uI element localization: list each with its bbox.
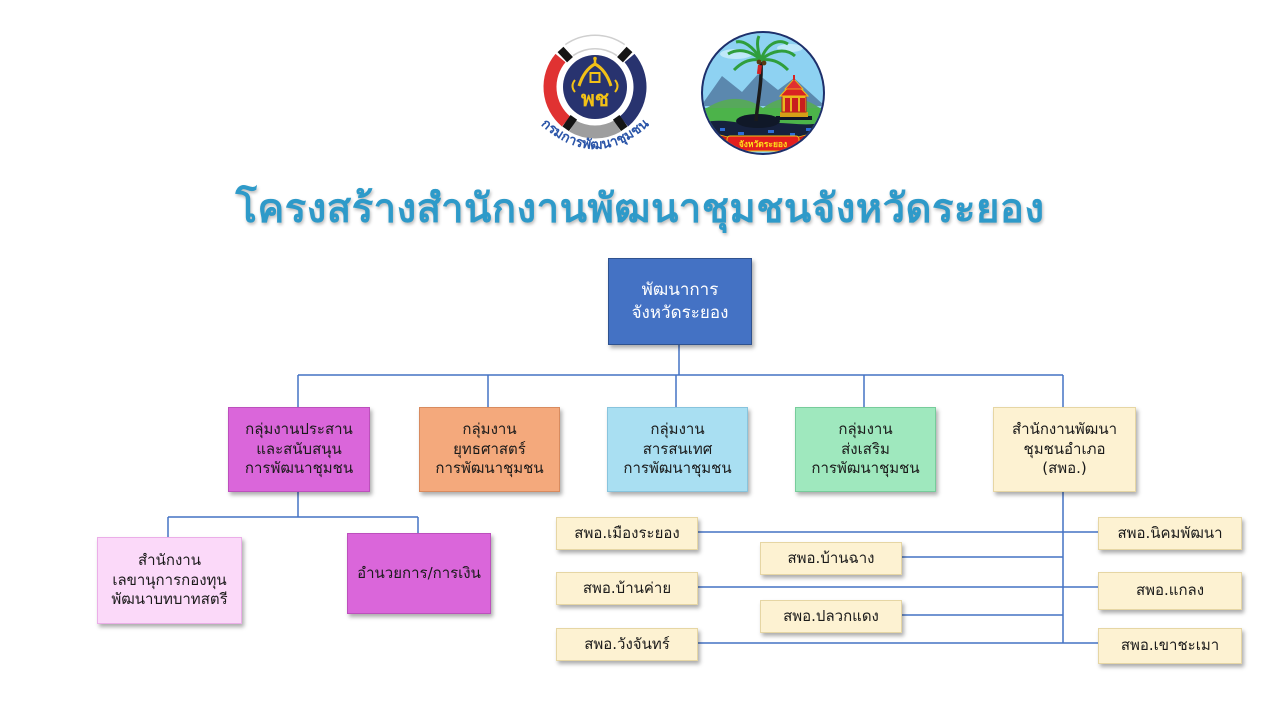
org-box-district-ban-chang: สพอ.บ้านฉาง: [760, 542, 902, 575]
logo-ring-gap-mark: [617, 46, 633, 63]
org-box-district-pluak-daeng: สพอ.ปลวกแดง: [760, 600, 902, 633]
department-logo-icon: พช กรมการพัฒนาชุมชน: [538, 34, 653, 153]
logo-ring-blue: [619, 53, 647, 127]
org-box-provincial-director: พัฒนาการ จังหวัดระยอง: [608, 258, 752, 345]
org-box-admin-finance: อำนวยการ/การเงิน: [347, 533, 491, 614]
logo-ring-red: [543, 53, 571, 127]
logo-ring-gap-mark: [612, 114, 628, 132]
org-box-promotion-group: กลุ่มงาน ส่งเสริม การพัฒนาชุมชน: [795, 407, 936, 492]
logo-ring-gray: [569, 120, 621, 139]
org-box-coordination-support-group: กลุ่มงานประสาน และสนับสนุน การพัฒนาชุมชน: [228, 407, 370, 492]
logo-abbr-text: พช: [581, 87, 609, 111]
org-box-district-khao-chamao: สพอ.เขาชะเมา: [1098, 628, 1242, 664]
page-title: โครงสร้างสำนักงานพัฒนาชุมชนจังหวัดระยอง: [235, 186, 1045, 232]
org-box-district-nikhom-phattana: สพอ.นิคมพัฒนา: [1098, 517, 1242, 550]
org-box-district-klaeng: สพอ.แกลง: [1098, 572, 1242, 610]
logo-ring-gap-mark: [562, 114, 578, 132]
logo-inner-circle: [563, 55, 627, 119]
logo-ring-gap-mark: [557, 46, 573, 63]
org-box-district-wang-chan: สพอ.วังจันทร์: [556, 628, 698, 661]
seal-artwork: จังหวัดระยอง: [703, 33, 823, 153]
palm-tree-icon: [727, 35, 796, 122]
thai-house-icon: [571, 56, 619, 93]
org-box-information-group: กลุ่มงาน สารสนเทศ การพัฒนาชุมชน: [607, 407, 748, 492]
org-box-district-offices-parent: สำนักงานพัฒนา ชุมชนอำเภอ (สพอ.): [993, 407, 1136, 492]
org-box-district-mueang-rayong: สพอ.เมืองระยอง: [556, 517, 698, 550]
org-box-women-fund-secretariat: สำนักงาน เลขานุการกองทุน พัฒนาบทบาทสตรี: [97, 537, 242, 624]
pavilion-icon: [776, 75, 812, 120]
org-box-district-ban-khai: สพอ.บ้านค่าย: [556, 572, 698, 605]
province-seal-icon: จังหวัดระยอง: [701, 31, 825, 155]
province-banner-text: จังหวัดระยอง: [739, 139, 787, 150]
org-box-strategy-group: กลุ่มงาน ยุทธศาสตร์ การพัฒนาชุมชน: [419, 407, 560, 492]
logo-ring-top: [565, 35, 625, 56]
